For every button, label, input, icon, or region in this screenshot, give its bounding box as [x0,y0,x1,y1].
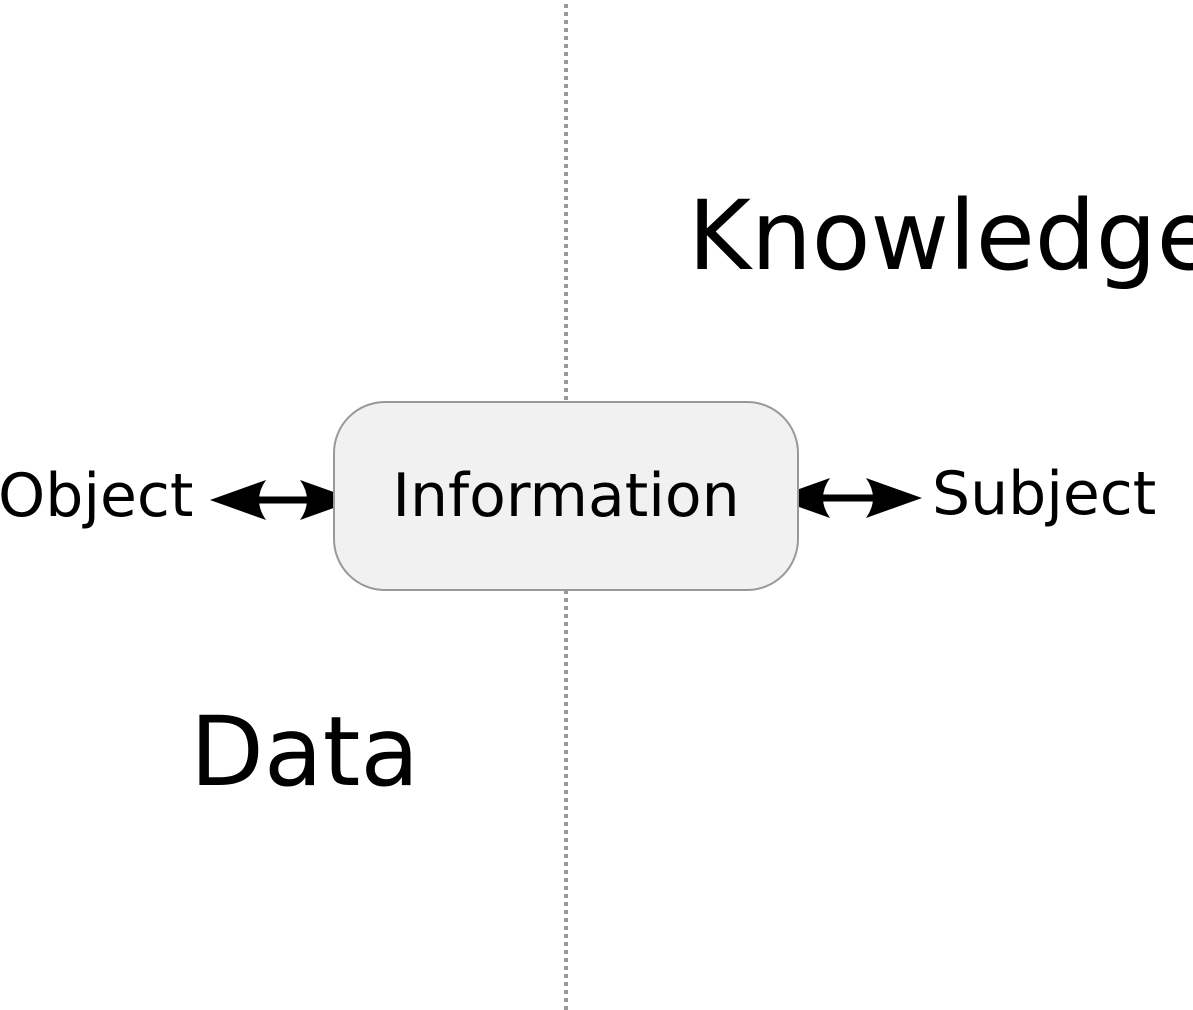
information-subject-arrow [774,478,922,518]
data-label: Data [190,696,420,808]
information-node: Information [333,401,799,591]
subject-label: Subject [932,459,1157,529]
object-information-arrow [210,480,356,520]
knowledge-label: Knowledge [688,180,1193,292]
object-label: Object [0,461,194,531]
information-label: Information [392,461,740,531]
